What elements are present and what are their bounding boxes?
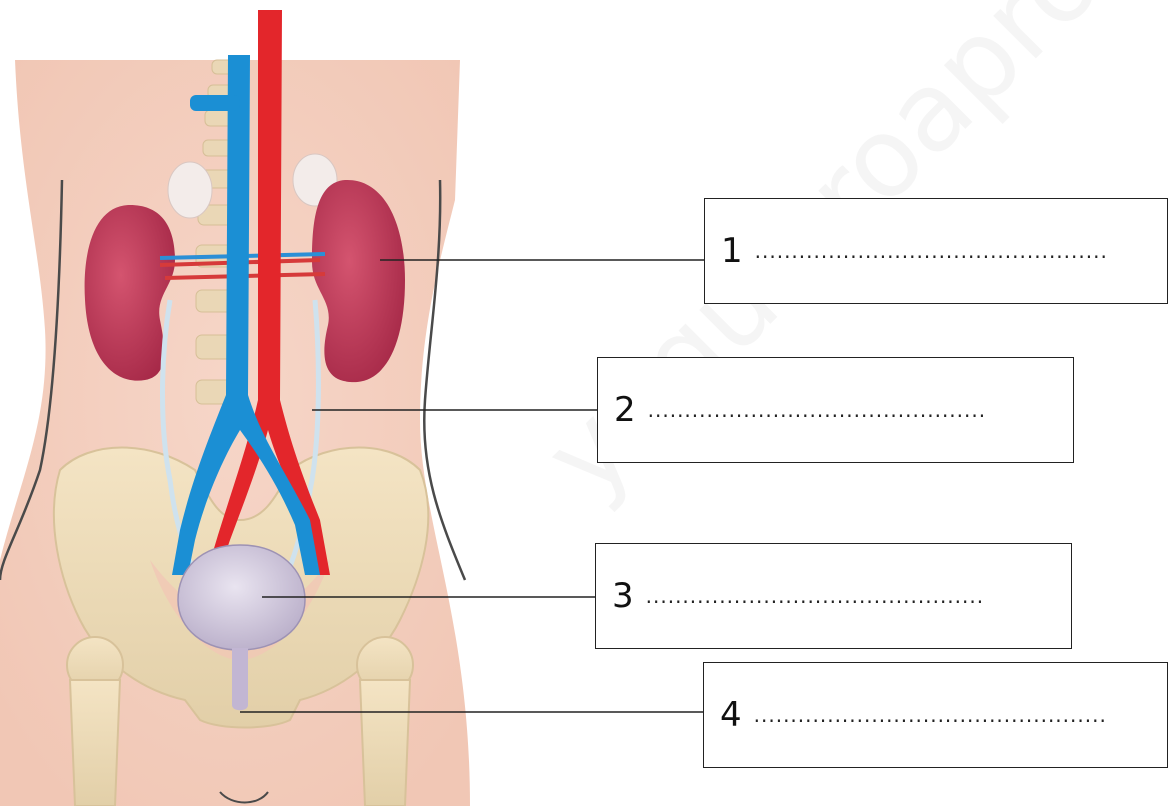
label-blank-1: ........................................… — [755, 239, 1108, 263]
label-box-1[interactable]: 1 ......................................… — [704, 198, 1168, 304]
label-number-1: 1 — [721, 231, 743, 271]
label-box-2[interactable]: 2 ......................................… — [597, 357, 1074, 463]
label-box-4[interactable]: 4 ......................................… — [703, 662, 1168, 768]
label-blank-3: ........................................… — [646, 584, 984, 608]
label-box-3[interactable]: 3 ......................................… — [595, 543, 1072, 649]
label-blank-4: ........................................… — [754, 703, 1107, 727]
vena-cava-branch-top — [190, 95, 240, 111]
urethra — [232, 648, 248, 710]
adrenal-left — [168, 162, 212, 218]
label-number-4: 4 — [720, 695, 742, 735]
label-blank-2: ........................................… — [648, 398, 986, 422]
label-number-2: 2 — [614, 390, 636, 430]
label-number-3: 3 — [612, 576, 634, 616]
